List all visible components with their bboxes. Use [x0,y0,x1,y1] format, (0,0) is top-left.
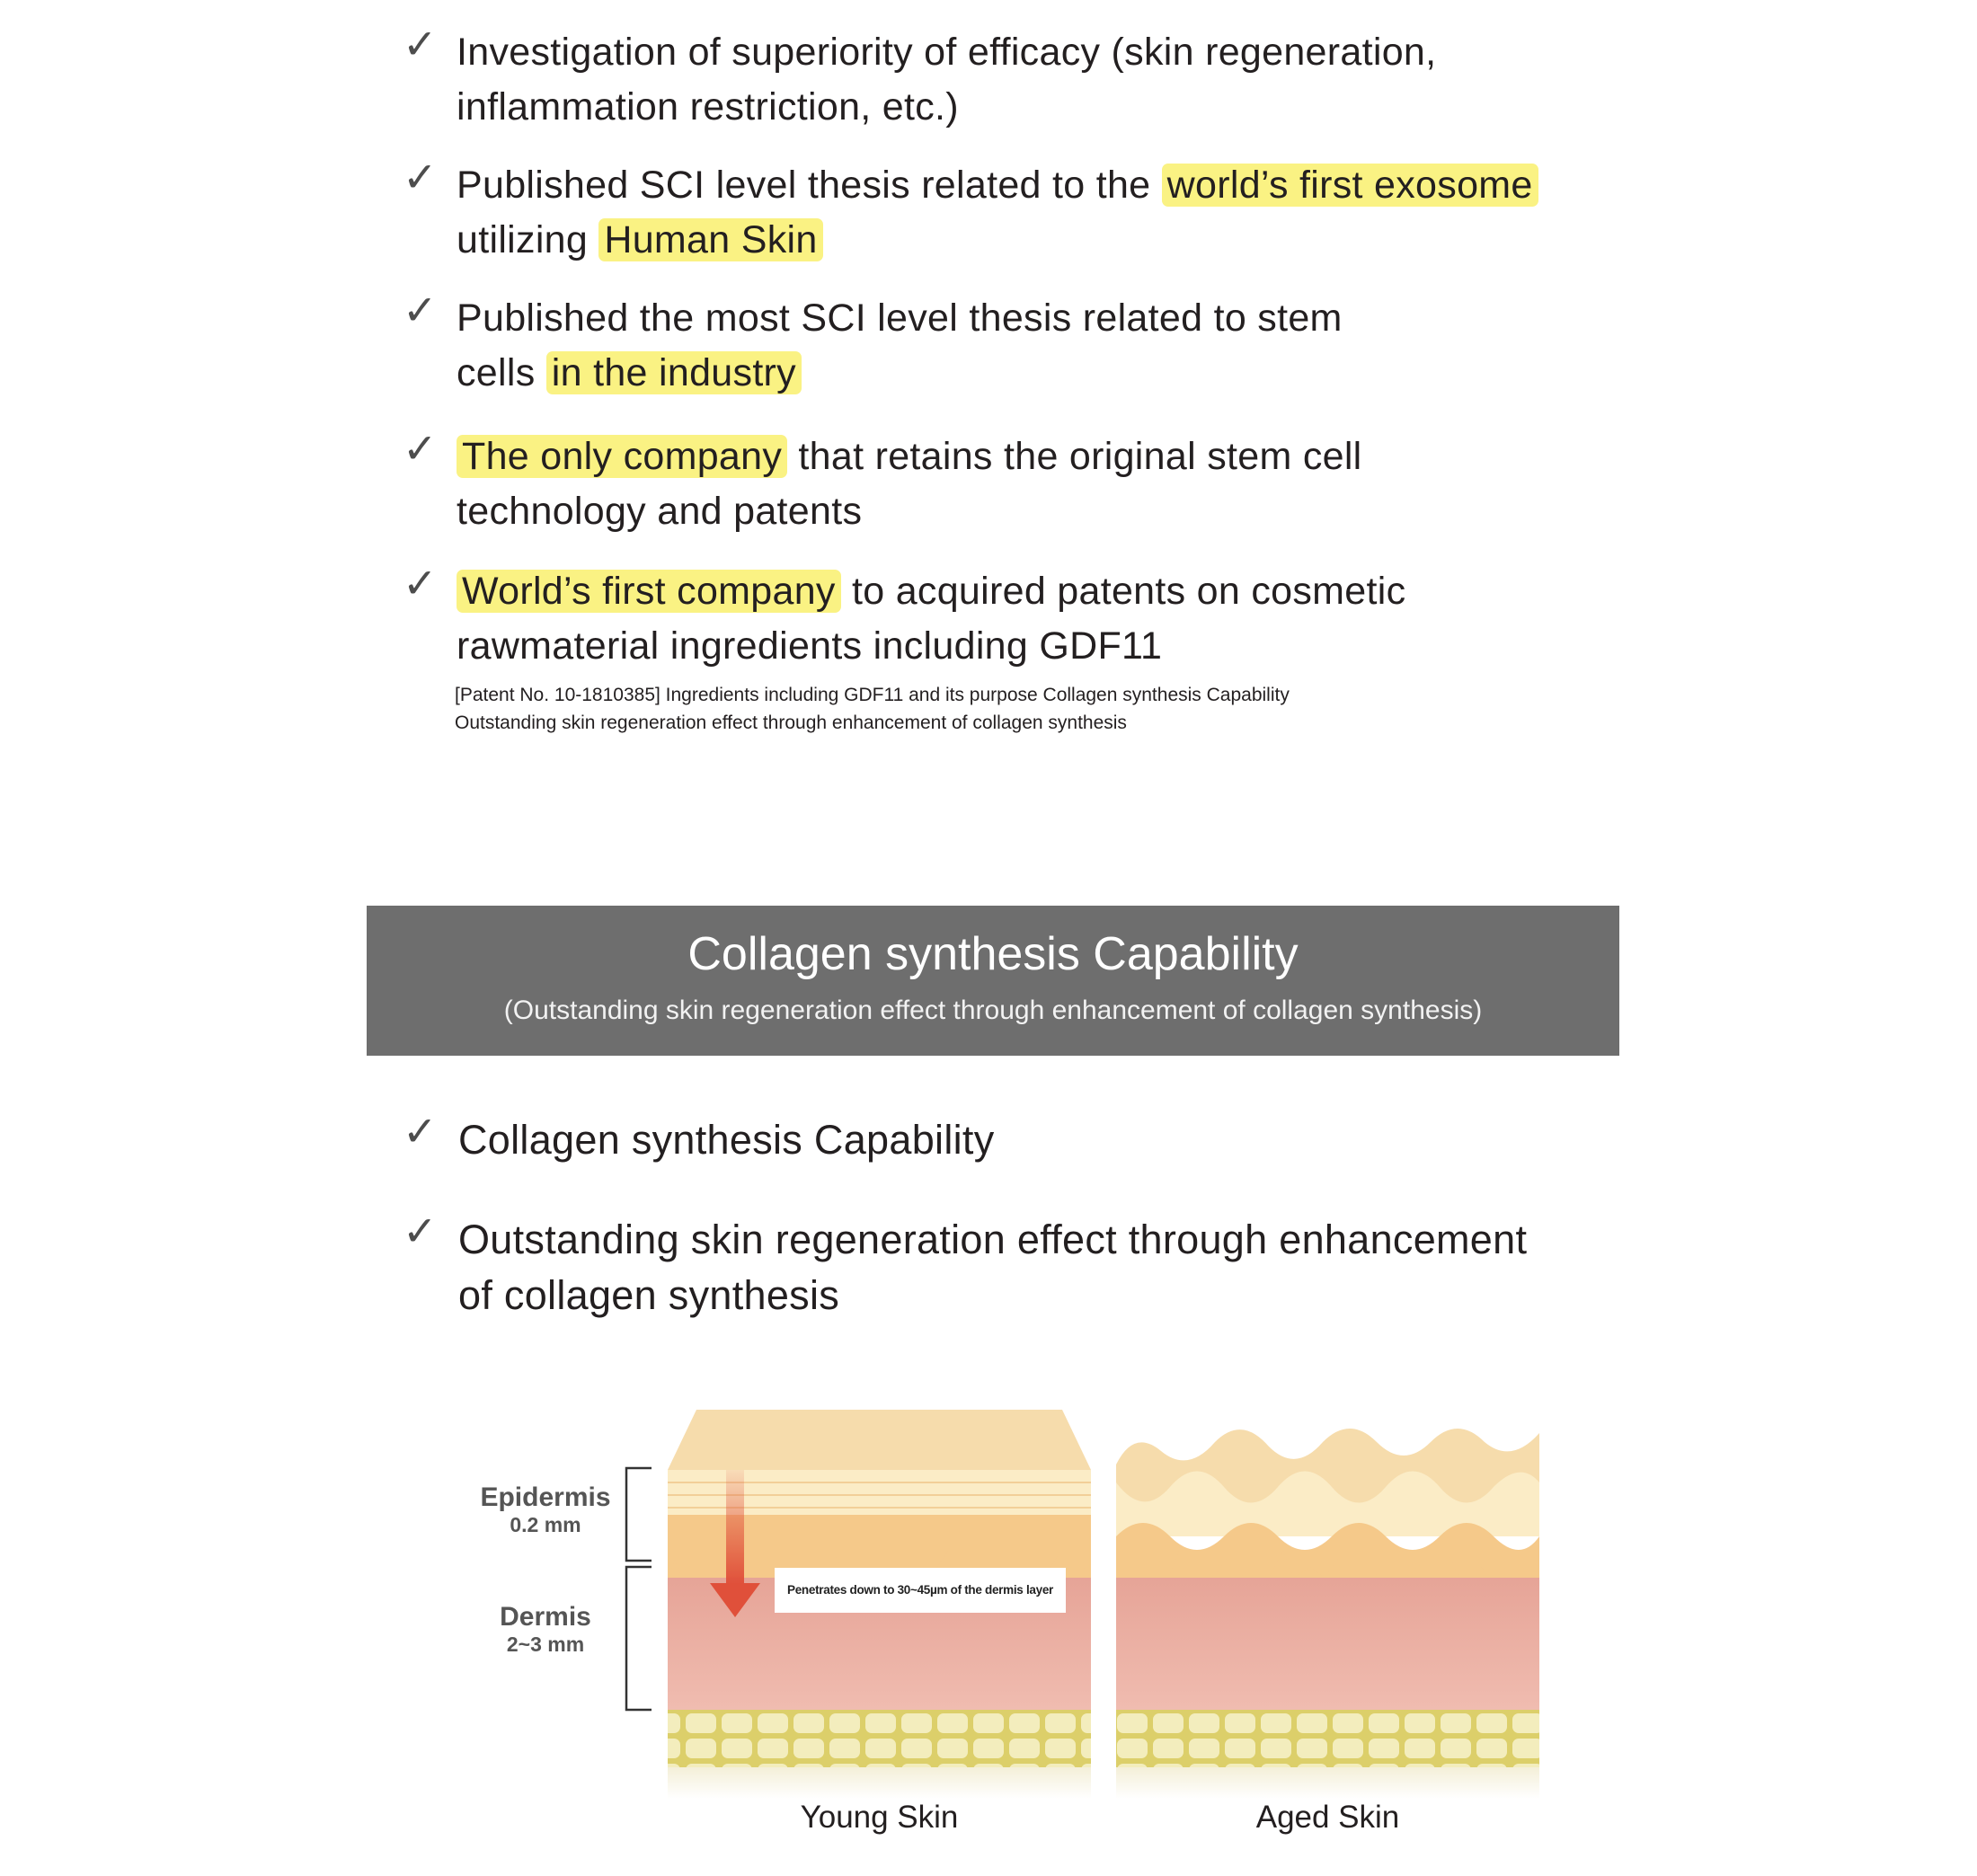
layer-bracket [625,1466,652,1712]
checkmark-icon: ✓ [403,286,438,334]
banner-subtitle: (Outstanding skin regeneration effect th… [503,996,1483,1025]
item-text-segment: technology and patents [457,490,863,533]
dermis-title: Dermis [500,1602,591,1632]
item-text: Published the most SCI level thesis rela… [457,291,1343,401]
item-text-segment: rawmaterial ingredients including GDF11 [457,624,1163,668]
item-line: Collagen synthesis Capability [458,1117,995,1163]
checkmark-icon: ✓ [403,153,438,201]
item-line: of collagen synthesis [458,1272,840,1318]
highlighted-text: Human Skin [598,218,823,261]
item-text-segment: Investigation of superiority of efficacy… [457,31,1437,74]
item-text-segment: inflammation restriction, etc.) [457,85,959,128]
item-text: Published SCI level thesis related to th… [457,158,1538,268]
patent-note-line1: [Patent No. 10-1810385] Ingredients incl… [455,685,1290,705]
aged-skin-caption: Aged Skin [1255,1800,1400,1835]
checkmark-icon: ✓ [403,559,438,607]
checkmark-icon: ✓ [403,424,438,473]
item-text: World’s first company to acquired patent… [457,564,1405,674]
item-text: Outstanding skin regeneration effect thr… [458,1212,1527,1323]
item-line: Outstanding skin regeneration effect thr… [458,1217,1528,1262]
checkmark-icon: ✓ [403,1207,438,1255]
aged-skin-diagram [1116,1429,1539,1799]
item-text-segment: cells [457,351,546,394]
checkmark-icon: ✓ [403,1107,438,1155]
highlighted-text: in the industry [545,351,802,394]
penetration-callout: Penetrates down to 30~45µm of the dermis… [775,1568,1066,1613]
patent-note-line2: Outstanding skin regeneration effect thr… [455,712,1127,733]
item-text-segment: Published the most SCI level thesis rela… [457,296,1343,340]
epidermis-title: Epidermis [480,1482,611,1512]
highlighted-text: World’s first company [457,570,841,613]
dermis-depth: 2~3 mm [506,1633,585,1656]
item-text: Investigation of superiority of efficacy… [457,25,1436,135]
arrow-down-icon [726,1470,744,1585]
epidermis-label: Epidermis 0.2 mm [456,1482,635,1537]
section-banner: Collagen synthesis Capability (Outstandi… [367,906,1619,1056]
young-skin-caption: Young Skin [800,1800,959,1835]
item-text-segment: utilizing [457,218,599,261]
checkmark-icon: ✓ [403,20,438,68]
item-text-segment: that retains the original stem cell [787,435,1362,478]
item-text: The only company that retains the origin… [457,429,1362,539]
item-text-segment: Published SCI level thesis related to th… [457,164,1162,207]
banner-title: Collagen synthesis Capability [687,928,1299,980]
epidermis-depth: 0.2 mm [510,1513,581,1536]
highlighted-text: world’s first exosome [1161,164,1538,207]
dermis-label: Dermis 2~3 mm [456,1602,635,1657]
item-text: Collagen synthesis Capability [458,1112,995,1168]
highlighted-text: The only company [457,435,788,478]
item-text-segment: to acquired patents on cosmetic [840,570,1406,613]
